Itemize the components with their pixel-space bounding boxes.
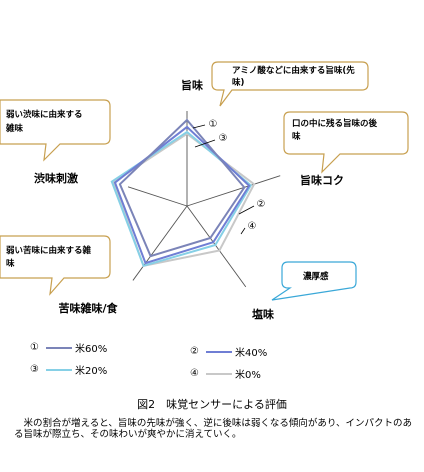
callout-umami-line2: 味) <box>232 77 245 88</box>
figure-note: 米の割合が増えると、旨味の先味が強く、逆に後味は弱くなる傾向があり、インパクトの… <box>14 418 412 440</box>
radar-series-2 <box>110 130 253 268</box>
legend-swatch-0 <box>206 372 232 375</box>
marker-2: ② <box>238 199 266 215</box>
legend-swatch-20 <box>46 368 72 371</box>
callout-shibumi-line2: 雑味 <box>5 123 24 134</box>
callout-umami-line1: アミノ酸などに由来する旨味(先 <box>232 65 355 76</box>
figure-caption: 図2 味覚センサーによる評価 <box>137 398 287 411</box>
legend-label-60: 米60% <box>75 344 108 355</box>
legend-label-0: 米0% <box>235 370 261 381</box>
callout-umami-atoaji: 口の中に残る旨味の後 味 <box>283 111 409 174</box>
radar-series-1 <box>113 125 251 265</box>
legend-item-0: ④ 米0% <box>190 368 261 381</box>
radar-axis-2 <box>186 205 247 288</box>
axis-label-umami-koku: 旨味コク <box>300 173 344 187</box>
callout-atoaji-line2: 味 <box>292 131 301 142</box>
axis-label-shibumi: 渋味刺激 <box>34 171 78 185</box>
callout-zatsumi-nigami: 弱い苦味に由来する雑 味 <box>0 235 111 296</box>
legend-item-20: ③ 米20% <box>30 364 108 377</box>
callout-nigami-line2: 味 <box>6 258 15 269</box>
svg-text:④: ④ <box>248 221 257 232</box>
axis-label-nigami: 苦味雑味/食 <box>58 301 118 315</box>
callout-atoaji-line1: 口の中に残る旨味の後 <box>292 118 378 129</box>
radar-axis-3 <box>132 205 188 281</box>
radar-axis-4 <box>127 186 188 207</box>
marker-4: ④ <box>240 221 257 235</box>
axis-label-shiomi: 塩味 <box>252 307 274 321</box>
legend-label-40: 米40% <box>235 348 268 359</box>
marker-1: ① <box>192 119 218 130</box>
radar-axis-1 <box>186 175 281 207</box>
callout-noukoukan-text: 濃厚感 <box>303 271 329 282</box>
legend-swatch-40 <box>206 350 232 353</box>
legend-swatch-60 <box>46 346 72 349</box>
callout-zatsumi-shibumi: 弱い渋味に由来する 雑味 <box>0 99 111 162</box>
radar-series-0 <box>118 118 246 258</box>
axis-label-umami: 旨味 <box>181 78 203 92</box>
legend-item-40: ② 米40% <box>190 346 268 359</box>
callout-nigami-line1: 弱い苦味に由来する雑 <box>6 245 92 256</box>
svg-text:①: ① <box>209 119 218 130</box>
legend-item-60: ① 米60% <box>30 342 108 355</box>
callout-umami-sakiaji: アミノ酸などに由来する旨味(先 味) <box>211 61 369 107</box>
callout-noukoukan: 濃厚感 <box>271 261 357 301</box>
callout-shibumi-line1: 弱い渋味に由来する <box>6 109 83 120</box>
marker-3: ③ <box>194 133 228 148</box>
svg-text:③: ③ <box>219 133 228 144</box>
svg-text:②: ② <box>257 199 266 210</box>
legend-label-20: 米20% <box>75 366 108 377</box>
